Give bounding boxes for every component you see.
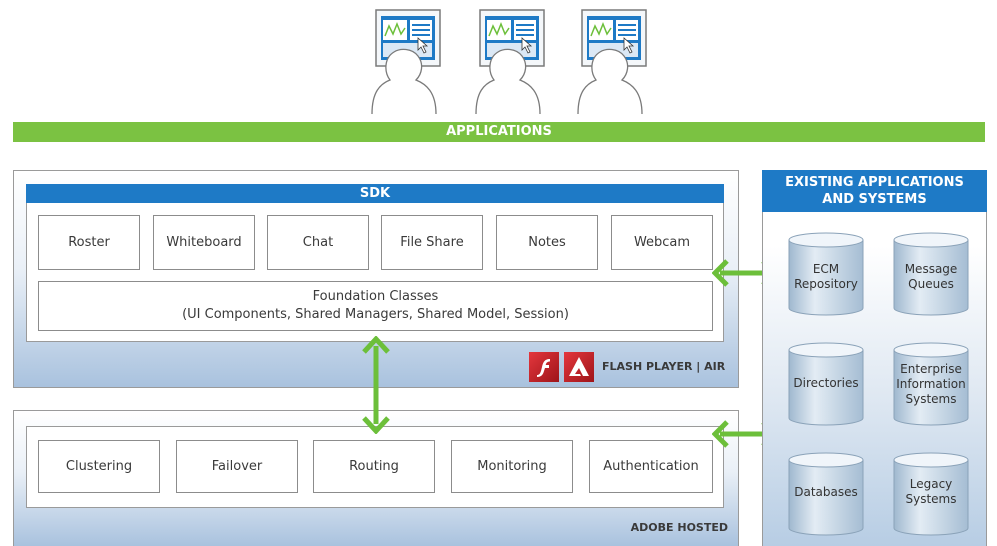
database-cylinder-icon <box>893 452 969 536</box>
service-authentication: Authentication <box>589 440 713 493</box>
sdk-component-notes: Notes <box>496 215 598 270</box>
database-cylinder-icon <box>893 342 969 426</box>
system-label-line: Directories <box>793 376 859 390</box>
existing-systems-title-line2: AND SYSTEMS <box>822 192 927 207</box>
foundation-classes-detail: (UI Components, Shared Managers, Shared … <box>182 307 569 322</box>
existing-systems-title-line1: EXISTING APPLICATIONS <box>785 175 964 190</box>
flash-air-label: FLASH PLAYER | AIR <box>602 360 726 373</box>
adobe-air-logo-icon <box>564 352 594 382</box>
sdk-title-bar: SDK <box>26 184 724 203</box>
applications-bar: APPLICATIONS <box>13 122 985 142</box>
adobe-hosted-label: ADOBE HOSTED <box>630 521 728 534</box>
system-ecm-repository: ECM Repository <box>788 262 864 292</box>
database-cylinder-icon <box>893 232 969 316</box>
system-label-line: Enterprise <box>900 362 962 376</box>
sdk-component-file-share: File Share <box>381 215 483 270</box>
database-cylinder-icon <box>788 452 864 536</box>
service-routing: Routing <box>313 440 435 493</box>
service-clustering: Clustering <box>38 440 160 493</box>
system-label-line: Databases <box>794 485 858 499</box>
service-failover: Failover <box>176 440 298 493</box>
user-at-monitor-icon <box>577 9 647 115</box>
system-label-line: Systems <box>905 492 957 506</box>
user-at-monitor-icon <box>475 9 545 115</box>
system-label-line: Message <box>904 262 958 276</box>
system-legacy-systems: Legacy Systems <box>893 477 969 507</box>
system-directories: Directories <box>788 376 864 391</box>
system-label-line: Queues <box>908 277 954 291</box>
system-label-line: Information <box>896 377 966 391</box>
system-label-line: ECM <box>812 262 840 276</box>
system-label-line: Legacy <box>909 477 953 491</box>
foundation-classes-title: Foundation Classes <box>312 289 439 304</box>
vertical-double-arrow-icon <box>362 336 390 434</box>
system-label-line: Repository <box>794 277 858 291</box>
sdk-component-roster: Roster <box>38 215 140 270</box>
user-at-monitor-icon <box>371 9 441 115</box>
database-cylinder-icon <box>788 342 864 426</box>
database-cylinder-icon <box>788 232 864 316</box>
sdk-component-whiteboard: Whiteboard <box>153 215 255 270</box>
existing-systems-header: EXISTING APPLICATIONS AND SYSTEMS <box>762 170 987 212</box>
sdk-component-chat: Chat <box>267 215 369 270</box>
service-monitoring: Monitoring <box>451 440 573 493</box>
system-label-line: Systems <box>905 392 957 406</box>
system-databases: Databases <box>788 485 864 500</box>
flash-player-logo-icon <box>529 352 559 382</box>
system-enterprise-information-systems: Enterprise Information Systems <box>893 362 969 407</box>
system-message-queues: Message Queues <box>893 262 969 292</box>
sdk-component-webcam: Webcam <box>611 215 713 270</box>
foundation-classes-box: Foundation Classes (UI Components, Share… <box>38 281 713 331</box>
